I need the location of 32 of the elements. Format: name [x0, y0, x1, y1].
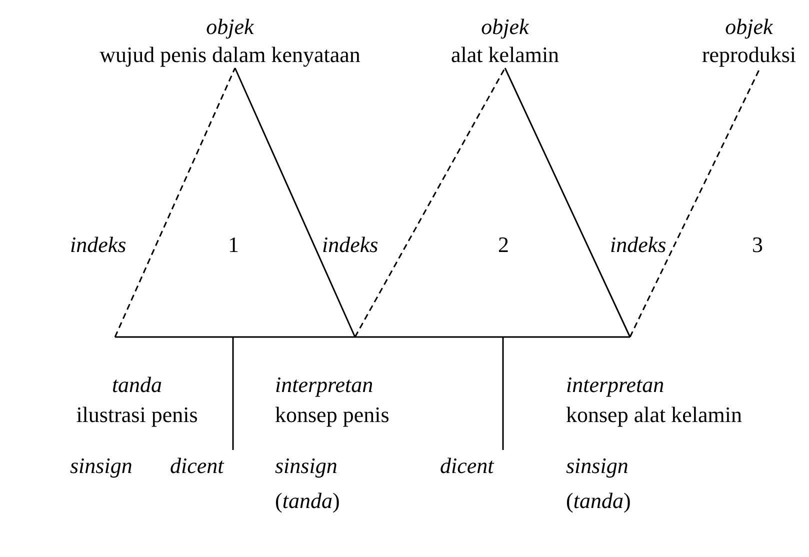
triangle-number: 1: [228, 232, 239, 258]
solid-line: [355, 336, 630, 338]
dashed-line: [629, 68, 761, 338]
type-label: dicent: [170, 453, 224, 479]
interpretant-label: interpretan: [566, 372, 666, 398]
concept-text: wujud penis dalam kenyataan: [98, 42, 362, 68]
triangle-number: 3: [752, 232, 763, 258]
concept-text: konsep alat kelamin: [566, 402, 743, 428]
dashed-line: [114, 68, 236, 338]
object-label: objek: [724, 14, 774, 40]
object-label: objek: [205, 14, 255, 40]
interpretant-label: interpretan: [275, 372, 374, 398]
type-label: (tanda): [566, 488, 631, 514]
type-label: (tanda): [275, 488, 340, 514]
type-label: sinsign: [70, 453, 132, 479]
solid-line: [234, 68, 356, 338]
concept-text: ilustrasi penis: [75, 402, 199, 428]
concept-text: konsep penis: [275, 402, 390, 428]
relation-label: indeks: [322, 232, 378, 258]
concept-text: alat kelamin: [450, 42, 560, 68]
relation-label: indeks: [70, 232, 126, 258]
concept-text: reproduksi: [700, 42, 798, 68]
triangle-number: 2: [498, 232, 509, 258]
type-label: sinsign: [275, 453, 338, 479]
solid-line: [504, 68, 631, 338]
sign-label: tanda: [110, 372, 164, 398]
dashed-line: [354, 68, 506, 338]
type-label: sinsign: [566, 453, 628, 479]
object-label: objek: [480, 14, 530, 40]
solid-line: [115, 336, 355, 338]
type-label: dicent: [440, 453, 494, 479]
relation-label: indeks: [610, 232, 666, 258]
